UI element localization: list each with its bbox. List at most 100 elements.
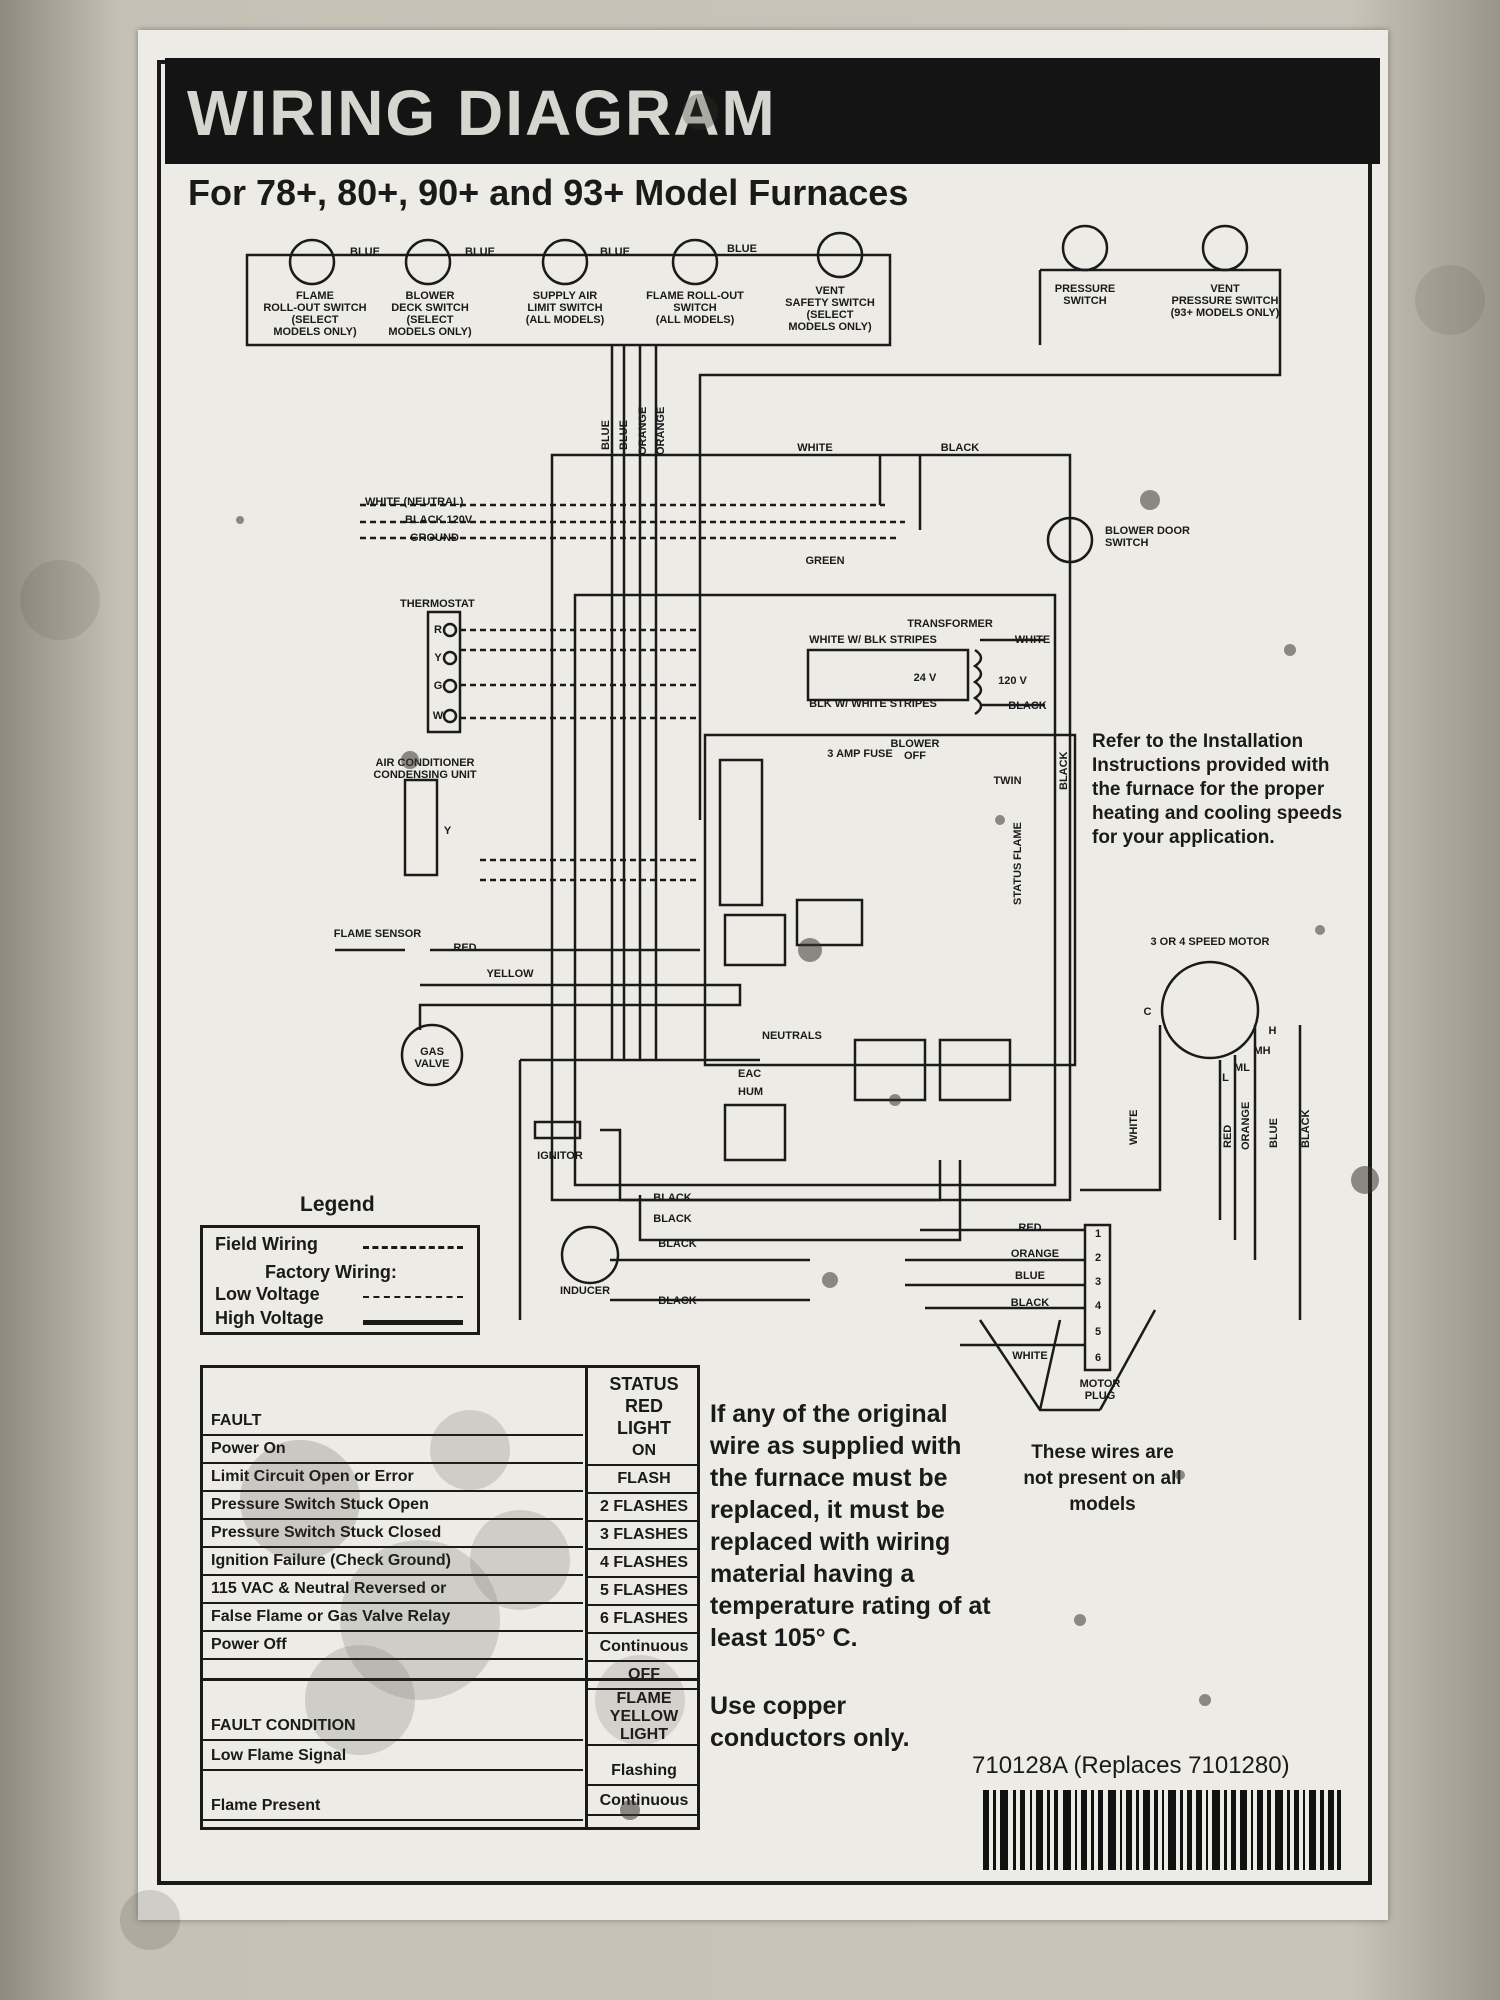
transformer-secondary-box	[806, 648, 970, 702]
legend-low: Low Voltage	[215, 1284, 320, 1304]
power-ground-label: GROUND	[410, 532, 459, 544]
motor-lead-white: WHITE	[1128, 1109, 1140, 1145]
optional-wires-bracket	[978, 1309, 1157, 1412]
refer-note: Refer to the Installation Instructions p…	[1092, 731, 1343, 848]
barcode	[983, 1790, 1341, 1870]
motor-plug	[1083, 1223, 1112, 1372]
inducer-label: INDUCER	[559, 1285, 611, 1297]
wire-label-orange-v1: ORANGE	[637, 406, 649, 455]
transformer-coil	[972, 648, 983, 716]
switch-label-6: PRESSURE SWITCH	[1054, 283, 1116, 307]
motor-tap-l: L	[1222, 1072, 1229, 1084]
board-relay	[795, 898, 864, 947]
fault-row: Pressure Switch Stuck Closed	[203, 1520, 583, 1548]
transformer-white: WHITE	[1014, 634, 1051, 646]
fault-row: FAULT	[203, 1408, 583, 1436]
vent-pressure-switch	[1201, 224, 1249, 272]
wire-label-green: GREEN	[805, 555, 845, 567]
legend-field: Field Wiring	[215, 1234, 318, 1254]
legend-box: Field Wiring Factory Wiring: Low Voltage…	[200, 1225, 480, 1335]
flame-fault-row: Low Flame Signal	[203, 1743, 583, 1771]
wire-label-black-vertical: BLACK	[1058, 751, 1070, 791]
plug-wire-white: WHITE	[1012, 1350, 1048, 1362]
board-eac-label: EAC	[738, 1068, 762, 1080]
wire-label-black-1: BLACK	[653, 1192, 692, 1204]
status-cell: FLASH	[588, 1466, 700, 1494]
board-flame-label: FLAME	[1012, 822, 1024, 860]
neutral-connector	[723, 1103, 787, 1162]
motor-tap-ml: ML	[1234, 1062, 1250, 1074]
ignitor	[533, 1120, 582, 1140]
flame-sensor-label: FLAME SENSOR	[333, 928, 422, 940]
legend-low-line	[363, 1296, 463, 1298]
copper-note: Use copper conductors only.	[710, 1692, 910, 1752]
inducer-motor	[560, 1225, 620, 1285]
transformer-secondary: 24 V	[913, 672, 937, 684]
fault-row: False Flame or Gas Valve Relay	[203, 1604, 583, 1632]
title-bar: WIRING DIAGRAM	[165, 58, 1380, 164]
motor-lead-orange: ORANGE	[1240, 1101, 1252, 1150]
transformer-primary: 120 V	[998, 675, 1027, 687]
fault-row: Ignition Failure (Check Ground)	[203, 1548, 583, 1576]
motor-tap-c: C	[1143, 1006, 1152, 1018]
legend-high-line	[363, 1320, 463, 1325]
thermostat-terminal-y: Y	[434, 652, 442, 664]
inner-low-voltage-loop	[573, 593, 1057, 1187]
legend-factory: Factory Wiring:	[265, 1262, 397, 1282]
fault-row: Power Off	[203, 1632, 583, 1660]
board-connector	[723, 913, 787, 967]
blower-door-label: BLOWER DOOR SWITCH	[1105, 525, 1190, 549]
wire-label-blue-1: BLUE	[350, 246, 380, 258]
wire-label-blue-v1: BLUE	[600, 420, 612, 450]
board-neutrals-label: NEUTRALS	[762, 1030, 822, 1042]
thermostat-field-wiring	[460, 628, 700, 720]
fault-row: 115 VAC & Neutral Reversed or	[203, 1576, 583, 1604]
motor-label: 3 OR 4 SPEED MOTOR	[1150, 936, 1270, 948]
fault-row: Pressure Switch Stuck Open	[203, 1492, 583, 1520]
status-cell: 6 FLASHES	[588, 1606, 700, 1634]
ignitor-label: IGNITOR	[537, 1150, 583, 1162]
flame-fault-header: FAULT CONDITION	[203, 1713, 583, 1741]
transformer-black: BLACK	[1008, 700, 1047, 712]
vent-safety-switch	[816, 231, 864, 279]
wire-label-red: RED	[453, 942, 477, 954]
board-status-label: STATUS	[1012, 862, 1024, 905]
diagram-title: WIRING DIAGRAM	[187, 77, 777, 149]
wire-label-yellow: YELLOW	[486, 968, 534, 980]
transformer-white-blk: WHITE W/ BLK STRIPES	[809, 634, 937, 646]
wire-replacement-note: If any of the original wire as supplied …	[710, 1400, 991, 1652]
flame-rollout-switch-2	[671, 238, 719, 286]
blower-door-switch	[1046, 516, 1094, 564]
flame-rollout-switch-1	[288, 238, 336, 286]
not-present-note: These wires are not present on all model…	[1023, 1442, 1182, 1515]
wire-label-black-2: BLACK	[653, 1213, 692, 1225]
wire-label-blue-4: BLUE	[727, 243, 757, 255]
flame-status-cell: Flashing	[588, 1758, 700, 1786]
legend-title: Legend	[300, 1193, 375, 1216]
pressure-switch-wire	[698, 268, 1282, 820]
thermostat-label: THERMOSTAT	[400, 598, 475, 610]
switch-label-1: FLAME ROLL-OUT SWITCH (SELECT MODELS ONL…	[263, 290, 367, 338]
wire-label-blue-2: BLUE	[465, 246, 495, 258]
plug-pin-1: 1	[1094, 1228, 1102, 1240]
high-voltage-loop	[518, 1058, 760, 1320]
board-terminal-strip	[718, 758, 764, 907]
thermostat-terminal-g: G	[433, 680, 443, 692]
power-hot-label: BLACK 120V	[405, 514, 473, 526]
status-header: STATUS RED LIGHT	[609, 1374, 679, 1438]
plug-pin-2: 2	[1094, 1252, 1102, 1264]
legend-field-line	[363, 1246, 463, 1249]
legend-high: High Voltage	[215, 1308, 324, 1328]
transformer-blk-white: BLK W/ WHITE STRIPES	[809, 698, 937, 710]
status-cell: ON	[588, 1438, 700, 1466]
field-power-wiring	[360, 503, 905, 540]
wire-label-white-top: WHITE	[797, 442, 833, 454]
wire-label-black-top: BLACK	[940, 442, 980, 454]
diagram-subtitle: For 78+, 80+, 90+ and 93+ Model Furnaces	[188, 172, 909, 213]
thermostat-terminal-r: R	[434, 624, 442, 636]
limit-wire-bundle	[610, 345, 658, 1060]
plug-pin-6: 6	[1094, 1352, 1102, 1364]
board-blower-off-label: BLOWER OFF	[890, 738, 940, 762]
plug-wire-orange: ORANGE	[1010, 1248, 1060, 1260]
